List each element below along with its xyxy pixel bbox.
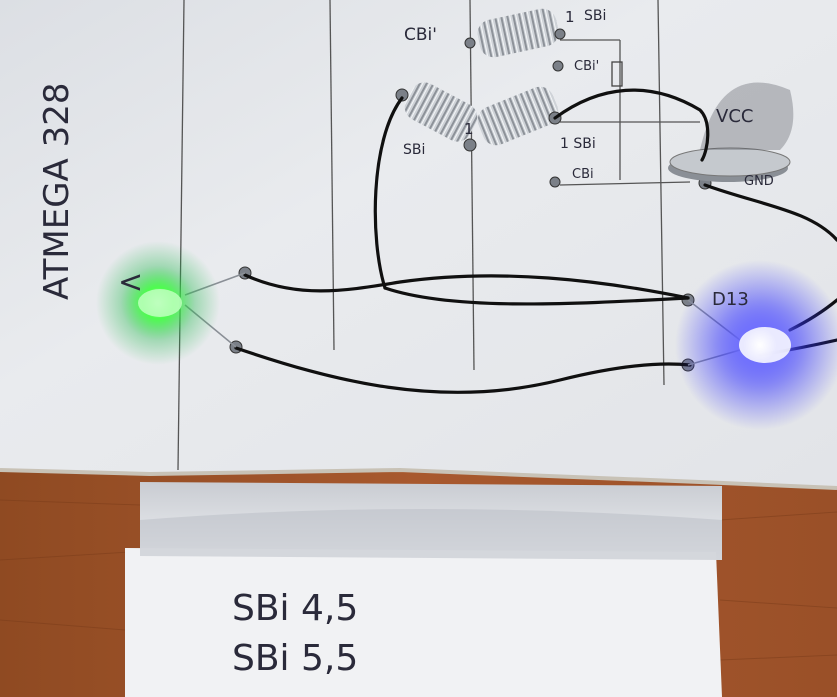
label-gnd: GND bbox=[744, 174, 774, 189]
label-d13: D13 bbox=[712, 289, 749, 310]
green-led bbox=[96, 241, 220, 365]
spring-left bbox=[404, 82, 478, 142]
label-sbi-right: 1 SBi bbox=[560, 136, 596, 152]
spring-top bbox=[477, 8, 559, 58]
blue-led bbox=[675, 260, 837, 430]
label-pin1-mid: 1 bbox=[464, 120, 474, 138]
label-cbi-mid: CBi' bbox=[574, 59, 599, 74]
chip-label: ATMEGA 328 bbox=[37, 82, 77, 300]
note-paper bbox=[125, 482, 722, 697]
grid-lines bbox=[177, 0, 700, 471]
coin-battery bbox=[668, 82, 794, 182]
label-led-arrow: < bbox=[118, 265, 143, 300]
label-pin1-top: 1 bbox=[565, 8, 575, 26]
label-sbi-left: SBi bbox=[403, 142, 425, 158]
spring-right bbox=[477, 86, 559, 146]
paper-board bbox=[0, 0, 837, 488]
note-line-1: SBi 4,5 bbox=[232, 588, 358, 629]
note-line-2: SBi 5,5 bbox=[232, 638, 358, 679]
label-cbi-top: CBi' bbox=[404, 25, 437, 45]
resistor-symbol bbox=[611, 61, 623, 87]
label-vcc: VCC bbox=[716, 106, 753, 127]
label-cbi-bottom: CBi bbox=[572, 167, 594, 182]
label-sbi-top: SBi bbox=[584, 8, 606, 24]
